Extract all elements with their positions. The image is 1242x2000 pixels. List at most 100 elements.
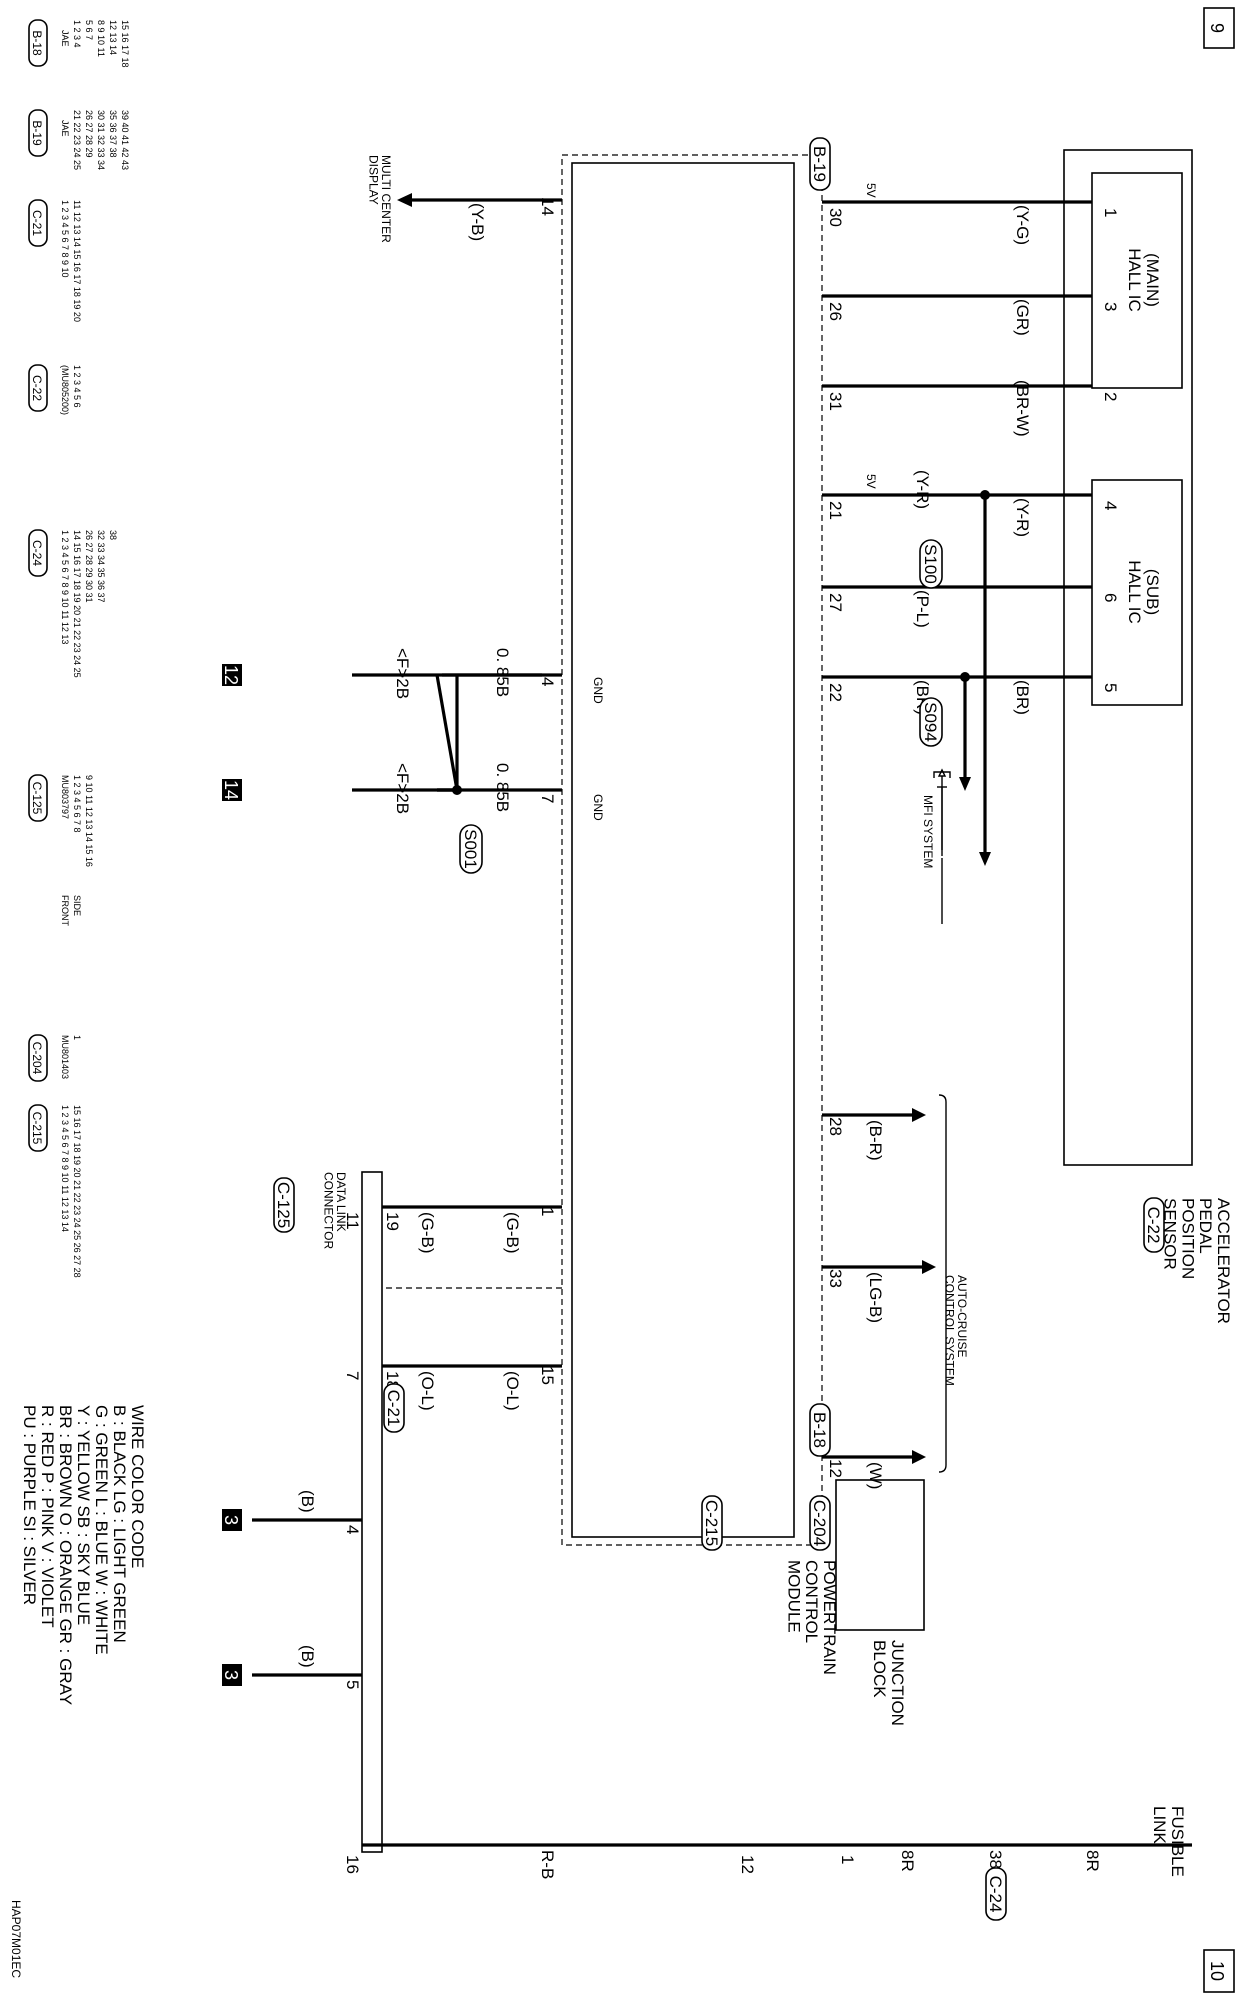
svg-text:3: 3 — [221, 1515, 241, 1525]
svg-text:B : BLACK LG : LIGHT GREEN: B : BLACK LG : LIGHT GREEN — [110, 1405, 129, 1643]
svg-text:31: 31 — [826, 392, 845, 411]
svg-text:30: 30 — [826, 208, 845, 227]
svg-text:GND: GND — [591, 794, 605, 821]
connector-c22-id: C-22 — [30, 375, 44, 401]
svg-text:8R: 8R — [1083, 1850, 1102, 1872]
svg-text:G : GREEN L : BLUE W : W: G : GREEN L : BLUE W : WHITE — [92, 1405, 111, 1655]
connector-c215-badge — [28, 1104, 48, 1152]
connector-c24-badge — [28, 529, 48, 577]
svg-text:38: 38 — [986, 1850, 1005, 1869]
svg-text:(Y-G): (Y-G) — [1013, 205, 1032, 245]
svg-text:10: 10 — [1207, 1961, 1227, 1981]
svg-text:PU : PURPLE SI : SILVER: PU : PURPLE SI : SILVER — [20, 1405, 39, 1605]
sensor-wire-colors: (Y-G) (GR) (BR-W) (Y-R) (Y-R) (P-L) (BR)… — [913, 205, 1032, 715]
connector-b19-row: 30 31 32 33 34 — [96, 110, 106, 170]
svg-text:14: 14 — [538, 197, 557, 216]
figure-code: HAP07M01EC — [9, 1900, 23, 1978]
connector-c215-row: 1 2 3 4 5 6 7 8 9 10 11 12 13 14 — [60, 1105, 70, 1232]
svg-text:16: 16 — [343, 1855, 362, 1874]
connector-b18-row: 1 2 3 4 — [72, 20, 82, 48]
svg-text:(P-L): (P-L) — [913, 590, 932, 628]
connector-c24-row: 38 — [108, 530, 118, 540]
svg-text:8R: 8R — [898, 1850, 917, 1872]
connector-c215-id: C-215 — [30, 1112, 44, 1145]
cruise-wires: (B-R) (LG-B) (W) AUTO-CRUISECONTROL SYST… — [822, 1094, 969, 1489]
svg-text:28: 28 — [826, 1117, 845, 1136]
pcm-right-pins: 30 26 31 21 27 22 28 33 12 5V 5V — [826, 183, 878, 1478]
svg-text:0. 85B: 0. 85B — [493, 763, 512, 812]
sub-hall-ic-box — [1091, 479, 1183, 706]
splice-s001: S001 — [459, 824, 483, 874]
connector-c22-part: (MU805200) — [60, 365, 70, 415]
connector-c24-row: 26 27 28 29 30 31 — [84, 530, 94, 603]
sensor-wires — [822, 200, 1092, 924]
svg-text:11: 11 — [343, 1212, 362, 1230]
connector-c24-row: 1 2 3 4 5 6 7 8 9 10 11 12 13 — [60, 530, 70, 644]
svg-text:C-22: C-22 — [1144, 1207, 1163, 1244]
svg-text:12: 12 — [826, 1459, 845, 1478]
connector-b19-maker: JAE — [60, 120, 70, 137]
accelerator-pedal-sensor: (MAIN)HALL IC (SUB)HALL IC ACCELERATORPE… — [1063, 149, 1233, 1324]
connector-b18-badge — [28, 19, 48, 67]
svg-text:(Y-R): (Y-R) — [1013, 498, 1032, 537]
svg-text:(BR-W): (BR-W) — [1013, 380, 1032, 437]
svg-text:B-19: B-19 — [810, 146, 829, 182]
powertrain-control-module: POWERTRAINCONTROLMODULE B-19 B-18 — [561, 137, 839, 1675]
connector-b19-row: 39 40 41 42 43 — [120, 110, 130, 170]
svg-text:9: 9 — [1207, 23, 1227, 33]
svg-text:(Y-R): (Y-R) — [913, 470, 932, 509]
page-number-left: 9 — [1203, 7, 1235, 49]
svg-text:S094: S094 — [921, 702, 940, 742]
connector-b19-id: B-19 — [30, 120, 44, 146]
svg-text:(Y-B): (Y-B) — [468, 203, 487, 241]
connector-c125-side: SIDE — [72, 895, 82, 916]
svg-text:2: 2 — [1101, 392, 1120, 401]
svg-text:(B): (B) — [298, 1645, 317, 1668]
svg-text:Y : YELLOW SB : SKY BLUE: Y : YELLOW SB : SKY BLUE — [74, 1405, 93, 1625]
connector-c21-row: 1 2 3 4 5 6 7 8 9 10 — [60, 200, 70, 278]
multi-center-label: MULTI CENTERDISPLAY — [366, 155, 393, 243]
connector-c22-badge — [28, 364, 48, 412]
junction-block-box — [835, 1479, 925, 1631]
splice-s094: S094 — [919, 697, 943, 747]
svg-text:(GR): (GR) — [1013, 299, 1032, 336]
connector-b19-badge — [28, 109, 48, 157]
connector-c125-row: 9 10 11 12 13 14 15 16 — [84, 775, 94, 867]
svg-text:C-204: C-204 — [810, 1500, 829, 1546]
connector-c204-badge — [28, 1034, 48, 1082]
connector-b18-maker: JAE — [60, 30, 70, 47]
connector-c204-id: C-204 — [30, 1042, 44, 1075]
svg-text:15: 15 — [538, 1366, 557, 1385]
connector-c204-part: MU801403 — [60, 1035, 70, 1079]
svg-text:R-B: R-B — [538, 1850, 557, 1879]
svg-text:5V: 5V — [864, 183, 878, 198]
connector-b18-row: 12 13 14 — [108, 20, 118, 55]
connector-c125-badge — [28, 774, 48, 822]
svg-text:5: 5 — [1101, 683, 1120, 692]
connector-c125-part: MU803797 — [60, 775, 70, 819]
svg-text:5V: 5V — [864, 474, 878, 489]
svg-text:WIRE COLOR CODE: WIRE COLOR CODE — [128, 1405, 147, 1568]
svg-text:14: 14 — [221, 780, 241, 800]
svg-text:(O-L): (O-L) — [418, 1371, 437, 1411]
svg-text:GND: GND — [591, 677, 605, 704]
svg-text:(B): (B) — [298, 1490, 317, 1513]
sensor-label: ACCELERATORPEDALPOSITIONSENSOR — [1160, 1198, 1233, 1324]
svg-text:12: 12 — [221, 665, 241, 685]
connector-c125-side: FRONT — [60, 895, 70, 926]
pcm-left-pins: 14 4 7 1 15 GND GND — [538, 197, 605, 1385]
svg-text:(G-B): (G-B) — [418, 1212, 437, 1254]
svg-text:12: 12 — [738, 1855, 757, 1874]
left-wires: (Y-B) MULTI CENTERDISPLAY 0. 85B 0. 85B … — [352, 155, 562, 814]
svg-text:S001: S001 — [461, 829, 480, 869]
sub-hall-ic-label: (SUB)HALL IC — [1125, 560, 1162, 624]
svg-text:B-18: B-18 — [810, 1412, 829, 1448]
connector-c22-row: 1 2 3 4 5 6 — [72, 365, 82, 408]
connector-c24-id: C-24 — [30, 540, 44, 566]
data-link-connector: DATA LINKCONNECTOR C-125 (G-B) (G-B) (O-… — [252, 1171, 562, 1874]
connector-b18-row: 8 9 10 11 — [96, 20, 106, 57]
svg-text:C-125: C-125 — [274, 1182, 293, 1228]
connector-b19-row: 21 22 23 24 25 — [72, 110, 82, 170]
